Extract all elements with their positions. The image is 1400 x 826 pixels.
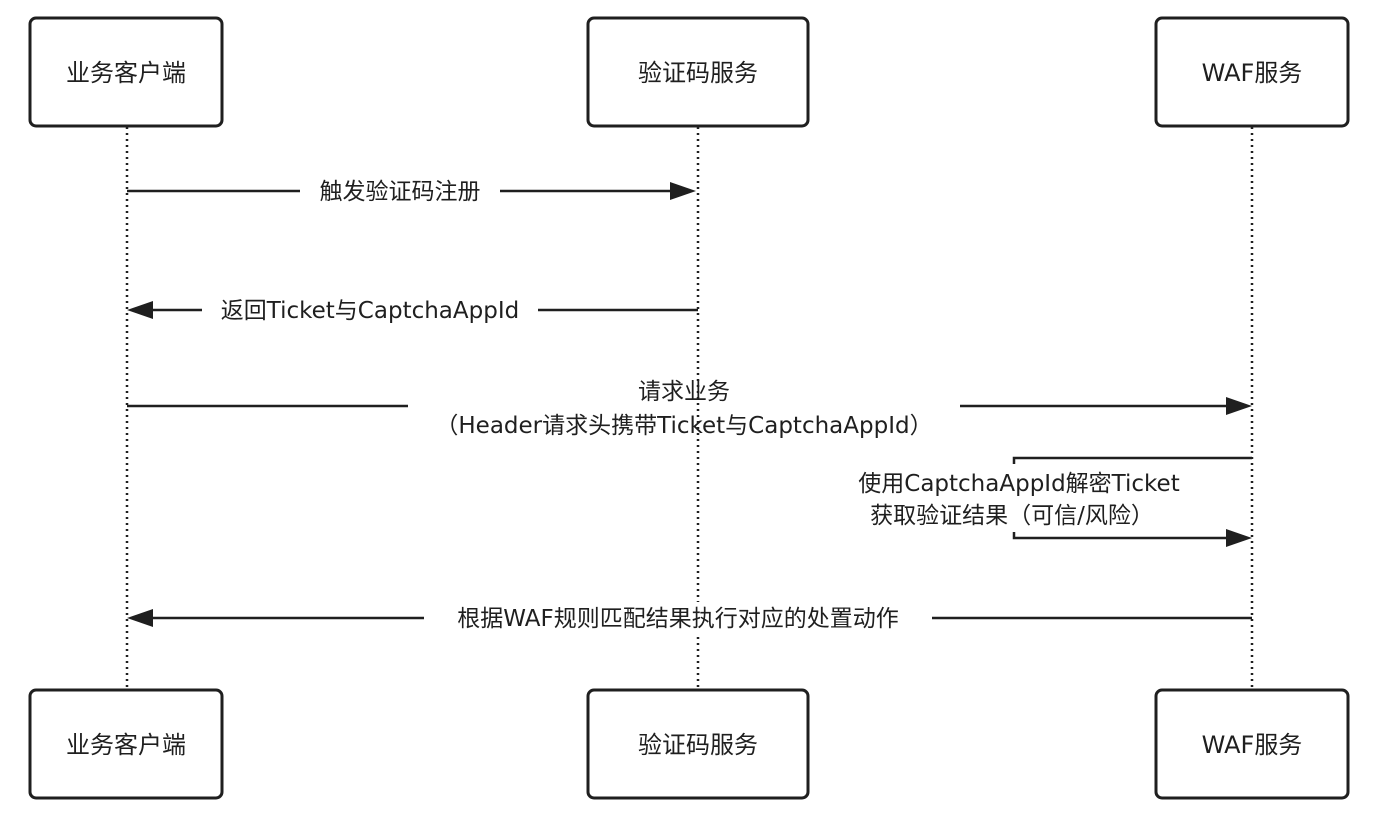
arrowhead-right xyxy=(1226,529,1252,547)
message-label-bg xyxy=(838,464,1200,532)
participant-box xyxy=(1154,688,1350,800)
participant-captcha-top: 验证码服务 xyxy=(586,16,810,128)
message-label: 根据WAF规则匹配结果执行对应的处置动作 xyxy=(457,606,898,632)
participant-client-bottom: 业务客户端 xyxy=(28,688,224,800)
participant-label: 业务客户端 xyxy=(66,731,186,759)
participant-captcha-bottom: 验证码服务 xyxy=(586,688,810,800)
message-return-ticket: 返回Ticket与CaptchaAppId xyxy=(127,294,698,326)
message-label-line2: 获取验证结果（可信/风险） xyxy=(870,503,1154,529)
participant-box xyxy=(28,688,224,800)
participant-label: 业务客户端 xyxy=(66,59,186,87)
message-waf-action: 根据WAF规则匹配结果执行对应的处置动作 xyxy=(127,602,1252,634)
message-label: 触发验证码注册 xyxy=(320,179,481,205)
message-label-bg xyxy=(424,602,932,634)
participant-label: 验证码服务 xyxy=(638,59,758,87)
arrowhead-right xyxy=(670,182,696,200)
participant-client-top: 业务客户端 xyxy=(28,16,224,128)
participant-label: WAF服务 xyxy=(1202,731,1303,759)
participant-box xyxy=(1154,16,1350,128)
message-label-bg xyxy=(300,176,500,206)
message-request-business: 请求业务 （Header请求头携带Ticket与CaptchaAppId） xyxy=(127,379,1252,439)
message-decrypt-ticket: 使用CaptchaAppId解密Ticket 获取验证结果（可信/风险） xyxy=(838,456,1252,547)
participant-waf-bottom: WAF服务 xyxy=(1154,688,1350,800)
participant-box xyxy=(586,16,810,128)
message-label-bg xyxy=(202,294,538,326)
message-trigger-registration: 触发验证码注册 xyxy=(127,176,696,206)
message-label-line2: （Header请求头携带Ticket与CaptchaAppId） xyxy=(435,413,932,439)
participant-box xyxy=(586,688,810,800)
message-label-line1: 使用CaptchaAppId解密Ticket xyxy=(858,471,1179,497)
message-label: 返回Ticket与CaptchaAppId xyxy=(221,298,519,324)
participant-label: 验证码服务 xyxy=(638,731,758,759)
participant-waf-top: WAF服务 xyxy=(1154,16,1350,128)
arrowhead-left xyxy=(127,609,153,627)
arrowhead-left xyxy=(127,301,153,319)
participant-label: WAF服务 xyxy=(1202,59,1303,87)
arrowhead-right xyxy=(1226,397,1252,415)
message-label-line1: 请求业务 xyxy=(638,379,730,405)
participant-box xyxy=(28,16,224,128)
